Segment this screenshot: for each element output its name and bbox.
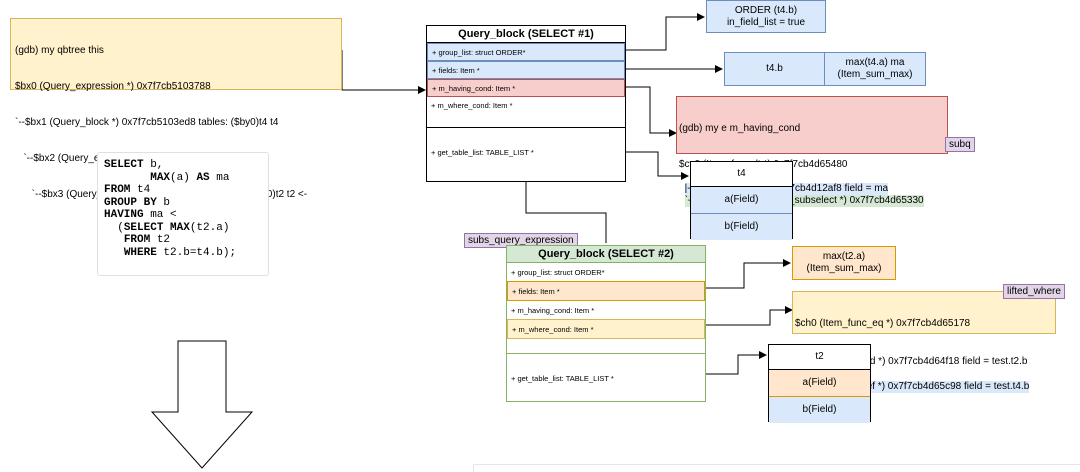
qb2-where-cond-field: + m_where_cond: Item * [507,319,705,339]
sql-keyword: HAVING [104,209,144,221]
sql-text: (a) [170,171,197,184]
field-max-t4-a-label: max(t4.a) ma [845,57,905,68]
fields-list-2: max(t2.a) (Item_sum_max) [792,246,896,280]
sql-line: WHERE t2.b=t4.b); [104,247,262,260]
fields-list-1: t4.b max(t4.a) ma (Item_sum_max) [724,52,926,86]
qbtree-line: `--$bx1 (Query_block *) 0x7f7cb5103ed8 t… [15,117,279,128]
query-block-1-title: Query_block (SELECT #1) [427,26,625,43]
sql-keyword: FROM [104,184,131,196]
order-label: ORDER (t4.b) [734,4,798,16]
arrow-qb1-to-qb2 [525,182,607,243]
qb1-having-cond-field: + m_having_cond: Item * [427,79,625,97]
table-t2: t2 a(Field) b(Field) [768,344,871,423]
sql-text [104,247,124,259]
table-t2-field-a: a(Field) [769,370,870,397]
arrow-tables2-to-t2 [706,351,767,375]
query-block-2-title: Query_block (SELECT #2) [507,246,705,263]
where-root-line: $ch0 (Item_func_eq *) 0x7f7cb4d65178 [795,318,971,329]
qb2-having-cond-field: + m_having_cond: Item * [511,305,595,315]
order-box: ORDER (t4.b) in_field_list = true [706,0,826,33]
sql-text: t2.b=t4.b); [156,246,237,259]
qbtree-note: (gdb) my qbtree this $bx0 (Query_express… [10,18,342,200]
qb2-divider [507,339,705,354]
sql-keyword: SELECT [104,159,144,171]
query-block-2: Query_block (SELECT #2) + group_list: st… [506,245,706,402]
qb1-group-list-field: + group_list: struct ORDER* [427,43,625,61]
sql-text: t2 [150,234,171,246]
qbtree-line: $bx0 (Query_expression *) 0x7f7cb5103788 [15,81,211,92]
field-t4-b: t4.b [725,53,825,85]
field-max-t2-a-label: max(t2.a) [822,251,866,262]
down-arrow-shape [150,340,254,469]
arrow-where2-to-note [706,306,793,326]
sql-text: t4 [130,184,151,196]
sql-text [104,172,150,184]
table-t4-field-b: b(Field) [691,214,792,240]
table-t2-field-b: b(Field) [769,397,870,423]
order-in-field-list: in_field_list = true [726,16,806,28]
field-max-t2-a-type: (Item_sum_max) [806,263,882,274]
table-t4: t4 a(Field) b(Field) [690,161,793,240]
sql-line: HAVING ma < [104,209,262,222]
arrow-group-to-order [626,13,705,51]
sql-keyword: AS [196,171,210,184]
having-cmd-line: (gdb) my e m_having_cond [679,123,801,134]
sql-keyword: MAX [150,171,171,184]
bottom-panel-edge [473,464,1080,472]
arrow-fields2-to-max [706,259,791,289]
qb2-group-list-field: + group_list: struct ORDER* [511,267,605,277]
sql-text: (t2.a) [189,221,230,234]
sql-text: ma < [143,209,177,221]
sql-text: b [156,196,171,209]
qb2-fields-field: + fields: Item * [507,281,705,301]
arrow-tables-to-t4 [626,151,689,180]
sql-keyword: SELECT MAX [123,221,190,234]
sql-text [104,234,124,246]
sql-text: ma [209,171,230,184]
subq-tag: subq [945,137,975,152]
field-max-t4-a: max(t4.a) ma (Item_sum_max) [825,53,925,85]
arrow-qbtree-to-qb1 [341,50,426,94]
sql-text: b, [143,159,164,171]
sql-keyword: GROUP BY [104,196,157,209]
table-t2-name: t2 [769,345,870,370]
qb1-table-list-field: + get_table_list: TABLE_LIST * [431,147,534,157]
lifted-where-tag: lifted_where [1003,284,1065,299]
sql-line: (SELECT MAX(t2.a) [104,222,262,235]
sql-line: FROM t2 [104,234,262,247]
sql-keyword: WHERE [123,246,157,259]
table-t4-name: t4 [691,162,792,187]
sql-line: FROM t4 [104,184,262,197]
having-cond-note: (gdb) my e m_having_cond $cv0 (Item_func… [676,96,948,207]
qbtree-line: (gdb) my qbtree this [15,45,104,56]
qb2-table-list-field: + get_table_list: TABLE_LIST * [511,373,614,383]
table-t4-field-a: a(Field) [691,187,792,214]
sql-line: MAX(a) AS ma [104,172,262,185]
qb1-fields-field: + fields: Item * [427,61,625,79]
sql-line: GROUP BY b [104,197,262,210]
field-max-t4-a-type: (Item_sum_max) [837,69,913,80]
arrow-having-to-note [626,86,677,137]
sql-line: SELECT b, [104,159,262,172]
qb1-where-cond-field: + m_where_cond: Item * [431,100,513,110]
query-block-1: Query_block (SELECT #1) + group_list: st… [426,25,626,182]
sql-keyword: FROM [123,234,151,246]
qb1-divider [427,113,625,128]
sql-text: ( [104,221,124,234]
